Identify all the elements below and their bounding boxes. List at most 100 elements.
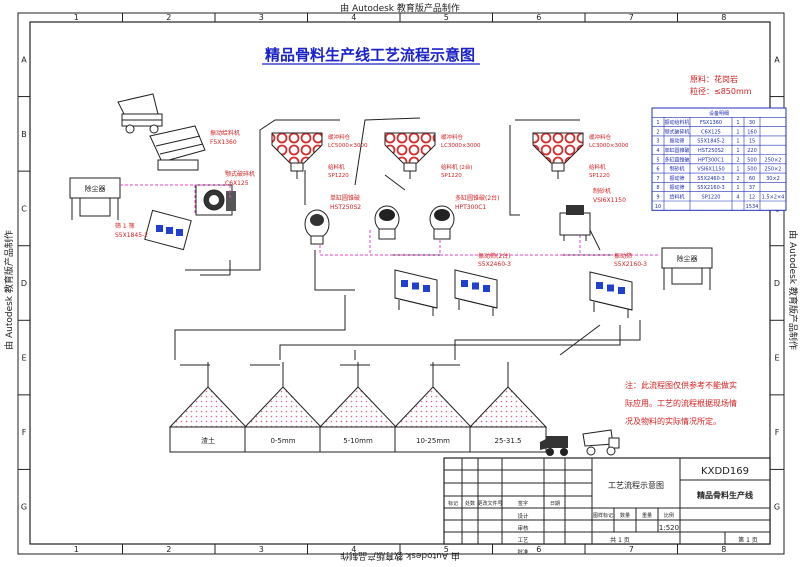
dust-collector-right: 除尘器 (661, 247, 713, 290)
equipment-cell: 3 (656, 139, 659, 145)
stockpile-5-label: 25-31.5 (494, 437, 521, 445)
jaw-crusher-model: C6X125 (225, 180, 249, 187)
stockpile-3: 5-10mm (318, 362, 398, 453)
single-cone-model: HST250S2 (330, 204, 361, 211)
watermark-bottom: 由 Autodesk 教育版产品制作 (340, 550, 460, 562)
grid-row-left-G: G (21, 503, 27, 512)
vibrating-screen-3 (454, 269, 498, 316)
equipment-cell: C6X125 (701, 129, 721, 135)
watermark-left: 由 Autodesk 教育版产品制作 (3, 230, 15, 350)
equipment-cell: 1 (656, 120, 659, 126)
title-block-role: 设计 (517, 512, 529, 520)
grid-col-top-1: 1 (74, 13, 79, 22)
stockpile-4: 10-25mm (393, 362, 473, 453)
particle-size-label: 粒径：≤850mm (690, 86, 752, 96)
stockpile-5: 25-31.5 (468, 362, 548, 453)
title-block-mark-col: 重量 (642, 512, 652, 519)
equipment-cell: 15 (749, 139, 755, 145)
dust-collector-left-label: 除尘器 (85, 184, 106, 193)
grid-col-bottom-6: 6 (536, 545, 541, 554)
sand-maker-vsi-icon (559, 205, 591, 241)
title-block-mark-col: 比例 (664, 512, 674, 519)
title-block-role: 工艺 (517, 537, 529, 544)
silo-3-label: 缓冲料仓 (589, 133, 612, 141)
note-line-2: 际应用。工艺的流程根据现场情 (625, 398, 737, 408)
grid-col-top-3: 3 (259, 13, 264, 22)
screen-1-model: S5X1845-2 (115, 232, 148, 239)
equipment-cell: HPT300C1 (698, 157, 724, 163)
stockpile-1: 渣土 (168, 362, 248, 453)
grid-row-right-D: D (774, 279, 780, 288)
watermark-top: 由 Autodesk 教育版产品制作 (340, 2, 460, 14)
silo-feeder-2-label: 给料机 (2台) (441, 163, 473, 171)
multi-cone-crusher-2-icon (429, 205, 455, 240)
grid-col-top-5: 5 (444, 13, 449, 22)
equipment-cell: 8 (656, 185, 659, 191)
watermark-right: 由 Autodesk 教育版产品制作 (787, 230, 799, 350)
stockpile-4-label: 10-25mm (416, 437, 450, 445)
grid-col-top-2: 2 (166, 13, 171, 22)
grid-col-bottom-7: 7 (629, 545, 634, 554)
equipment-cell: 振动筛 (669, 175, 684, 182)
equipment-cell: 振动给料机 (664, 119, 689, 126)
equipment-cell: SP1220 (702, 195, 721, 201)
dust-ducts (120, 184, 660, 256)
silo-feeder-3-model: SP1220 (589, 173, 610, 179)
screen-2-model: S5X2460-3 (478, 261, 511, 268)
title-block-drawing-number: KXDD169 (701, 466, 749, 477)
equipment-table-heading: 设备明细 (709, 110, 729, 117)
equipment-cell: 1 (736, 129, 739, 135)
equipment-cell: 6 (656, 167, 659, 173)
silo-feeder-1-model: SP1220 (328, 173, 349, 179)
screen-1-icon (144, 209, 192, 251)
title-block-scale: 1:520 (659, 524, 679, 532)
screen-2-label: 振动筛(2台) (478, 252, 511, 260)
title-block (443, 457, 771, 545)
drawing-title: 精品骨料生产线工艺流程示意图 (265, 46, 475, 64)
title-block-header: 签字 (518, 500, 528, 507)
equipment-cell: 制砂机 (669, 166, 684, 173)
grid-col-top-8: 8 (721, 13, 726, 22)
title-block-mark-col: 图样标记 (593, 512, 613, 519)
title-block-header: 日期 (550, 501, 560, 507)
equipment-cell: 500 (747, 157, 757, 163)
equipment-cell: 4 (656, 148, 659, 154)
silo-2-label: 缓冲料仓 (441, 133, 464, 141)
equipment-cell: 振动筛 (669, 138, 684, 145)
equipment-cell: 5 (656, 157, 659, 163)
vibrating-feeder-icon (149, 125, 206, 171)
stockpile-2: 0-5mm (243, 362, 323, 453)
title-block-sheet-no: 第 1 页 (738, 536, 758, 544)
equipment-cell: 2 (736, 157, 739, 163)
equipment-cell: 160 (747, 129, 757, 135)
equipment-cell: 250×2 (765, 157, 782, 163)
jaw-crusher-icon (195, 184, 236, 216)
grid-col-bottom-5: 5 (444, 545, 449, 554)
title-block-header: 更改文件号 (477, 500, 502, 507)
equipment-cell: 多缸圆锥破 (664, 156, 689, 163)
equipment-cell: 500 (747, 167, 757, 173)
grid-row-left-E: E (21, 354, 26, 363)
equipment-cell: 60 (749, 176, 755, 182)
equipment-cell: 4 (736, 195, 739, 201)
dump-truck-icon (117, 93, 163, 134)
equipment-cell: 1.5×2×4 (762, 195, 785, 201)
multi-cone-label: 多缸圆锥破(2台) (455, 194, 500, 202)
title-block-mark-col: 数量 (620, 512, 630, 519)
equipment-cell: 颚式破碎机 (664, 128, 689, 135)
title-block-role: 审核 (517, 524, 529, 532)
single-cone-label: 单缸圆锥破 (330, 194, 360, 202)
title-block-role: 批准 (517, 548, 529, 556)
silo-1-model: LC5000×3000 (328, 143, 368, 149)
outer-frame (17, 12, 785, 555)
grid-col-top-7: 7 (629, 13, 634, 22)
equipment-cell: S5X2460-3 (697, 176, 725, 182)
equipment-cell: 220 (747, 148, 757, 154)
feeder-model: F5X1360 (210, 139, 237, 146)
jaw-crusher-label: 颚式破碎机 (225, 170, 255, 178)
equipment-cell: 1 (736, 148, 739, 154)
